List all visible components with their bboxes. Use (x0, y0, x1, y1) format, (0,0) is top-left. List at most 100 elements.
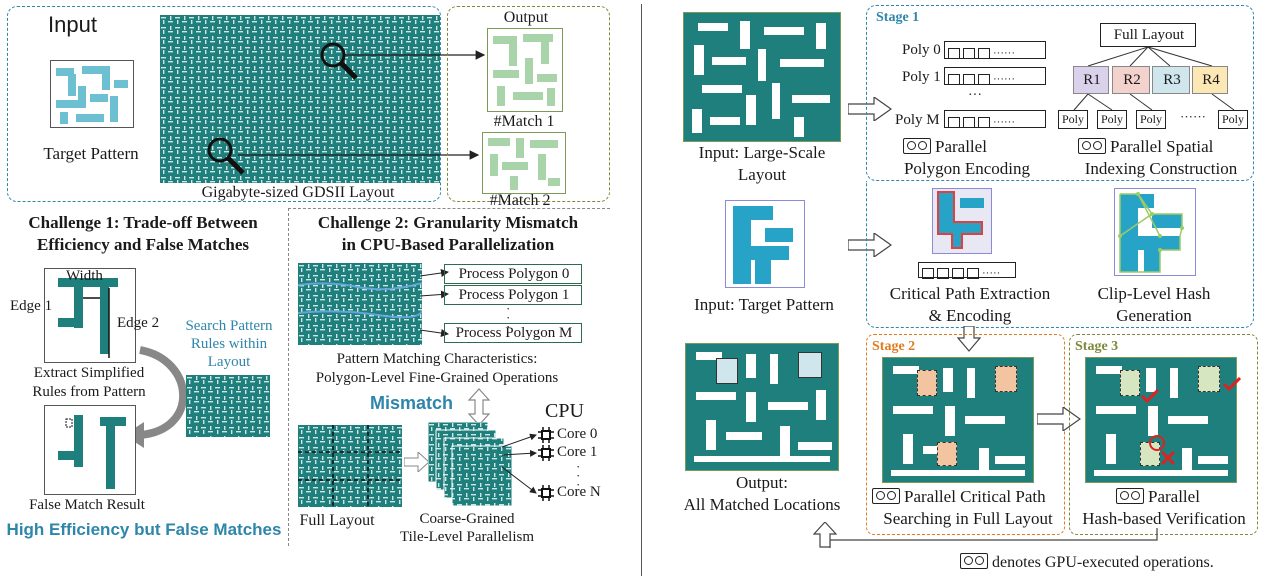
output-label-line2: All Matched Locations (683, 495, 841, 514)
vertical-ellipsis: ··· (576, 459, 581, 493)
tree-edges (1073, 46, 1235, 111)
checkmark-icon (1222, 376, 1242, 392)
chip-icon (538, 485, 554, 501)
target-pattern-image (725, 200, 805, 288)
search-magnifier-icon (320, 42, 358, 80)
pm-characteristics-label: Pattern Matching Characteristics: (336, 351, 538, 367)
full-layout-node: Full Layout (1100, 23, 1196, 47)
input-title: Input (48, 12, 97, 37)
challenge2-title: Challenge 2: Granularity Mismatch (317, 213, 579, 232)
stage2-layout-image (882, 357, 1034, 483)
large-layout-image (683, 12, 841, 142)
core1-label: Core 1 (557, 444, 598, 460)
pm-characteristics-label-line2: Polygon-Level Fine-Grained Operations (315, 370, 559, 386)
candidate-highlight (995, 366, 1017, 392)
search-rules-label-line2: Rules within (190, 336, 268, 352)
search-rules-label-line3: Layout (207, 354, 251, 370)
r3-node: R3 (1152, 66, 1190, 94)
gpu-icon (903, 138, 931, 154)
width-label: Width (66, 268, 103, 284)
critical-path-encoding-bar: ····· (918, 262, 1016, 279)
stage1-box (866, 5, 1254, 181)
parallel-hash-label: Parallel (1116, 487, 1200, 507)
clip-hash-label: Clip-Level Hash (1097, 284, 1211, 303)
r4-node: R4 (1192, 66, 1228, 94)
tile-arrow (404, 452, 430, 472)
match-arrows (238, 50, 486, 160)
full-layout-grid-image (298, 425, 402, 507)
cross-icon (1160, 450, 1176, 466)
gpu-icon (872, 488, 900, 504)
output-title: Output (503, 9, 549, 26)
core-arrows (501, 433, 537, 494)
coreN-label: Core N (557, 484, 601, 500)
poly0-encoding-bar: ······ (944, 41, 1046, 59)
gpu-note: denotes GPU-executed operations. (960, 553, 1214, 572)
tile-stack-image (428, 422, 512, 507)
output-box (447, 6, 610, 202)
reject-circle-icon (1149, 435, 1165, 451)
vertical-ellipsis: ··· (506, 301, 511, 335)
process-polygon-0: Process Polygon 0 (444, 264, 582, 284)
false-match-figure (44, 405, 136, 495)
gigabyte-layout-label: Gigabyte-sized GDSII Layout (201, 184, 395, 201)
poly-leaf: Poly (1097, 110, 1128, 129)
stage1-target-arrow (848, 233, 892, 257)
challenge1-title-line2: Efficiency and False Matches (37, 235, 249, 254)
output-match-highlight (798, 352, 822, 378)
target-pattern-image (50, 60, 134, 128)
match2-label: #Match 2 (489, 192, 551, 209)
output-layout-image (685, 343, 839, 471)
challenge-divider-top (288, 208, 610, 209)
polygon-layout-image (298, 263, 422, 345)
parallel-critical-path-label: Parallel Critical Path (872, 487, 1046, 507)
extract-rules-label: Extract Simplified (33, 365, 145, 381)
polyM-encoding-bar: ······ (944, 110, 1046, 128)
mismatch-label: Mismatch (370, 393, 454, 413)
match1-label: #Match 1 (493, 113, 555, 130)
chip-icon (538, 445, 554, 461)
output-label: Output: (736, 473, 788, 492)
mismatch-double-arrow (468, 388, 490, 426)
clip-hash-label-line2: Generation (1116, 306, 1192, 325)
stage1-input-arrow (848, 97, 892, 121)
poly-ellipsis: ··· (968, 88, 982, 103)
coarse-grained-label-line2: Tile-Level Parallelism (399, 529, 535, 545)
match2-image (482, 132, 566, 194)
gpu-icon (960, 553, 988, 569)
process-polygon-m: Process Polygon M (444, 323, 582, 343)
poly-leaf: Poly (1058, 110, 1089, 129)
parallel-poly-encoding-label: Parallel (903, 137, 987, 157)
poly1-label: Poly 1 (902, 69, 941, 85)
coarse-grained-label: Coarse-Grained (419, 511, 515, 527)
candidate-highlight (917, 370, 937, 396)
target-pattern-label: Target Pattern (43, 144, 139, 163)
r2-node: R2 (1112, 66, 1150, 94)
process-arrows (419, 269, 449, 337)
gpu-icon (1116, 488, 1144, 504)
input-target-label: Input: Target Pattern (694, 295, 834, 314)
parallel-hash-label-line2: Hash-based Verification (1082, 509, 1246, 528)
match1-image (487, 28, 563, 112)
search-magnifier-icon (207, 137, 245, 175)
core0-label: Core 0 (557, 426, 598, 442)
false-match-label: False Match Result (29, 497, 145, 513)
verified-highlight (1198, 366, 1220, 392)
small-layout-image (186, 375, 270, 437)
critical-path-label: Critical Path Extraction (889, 284, 1051, 303)
panel-separator (641, 4, 642, 576)
edge2-label: Edge 2 (117, 315, 160, 331)
stage3-box (1069, 334, 1258, 535)
parallel-critical-path-label-line2: Searching in Full Layout (883, 509, 1053, 528)
process-polygon-1: Process Polygon 1 (444, 285, 582, 305)
stage1-label: Stage 1 (876, 10, 920, 25)
checkmark-icon (1140, 388, 1160, 404)
verified-highlight (1120, 370, 1140, 396)
chip-icon (538, 427, 554, 443)
extract-rules-label-line2: Rules from Pattern (32, 384, 146, 400)
challenge1-title: Challenge 1: Trade-off Between (28, 213, 258, 232)
full-layout-label: Full Layout (299, 512, 375, 529)
poly-leaf: Poly (1136, 110, 1167, 129)
parallel-spatial-label-line2: Indexing Construction (1084, 159, 1238, 178)
polyM-label: Poly M (895, 112, 940, 128)
